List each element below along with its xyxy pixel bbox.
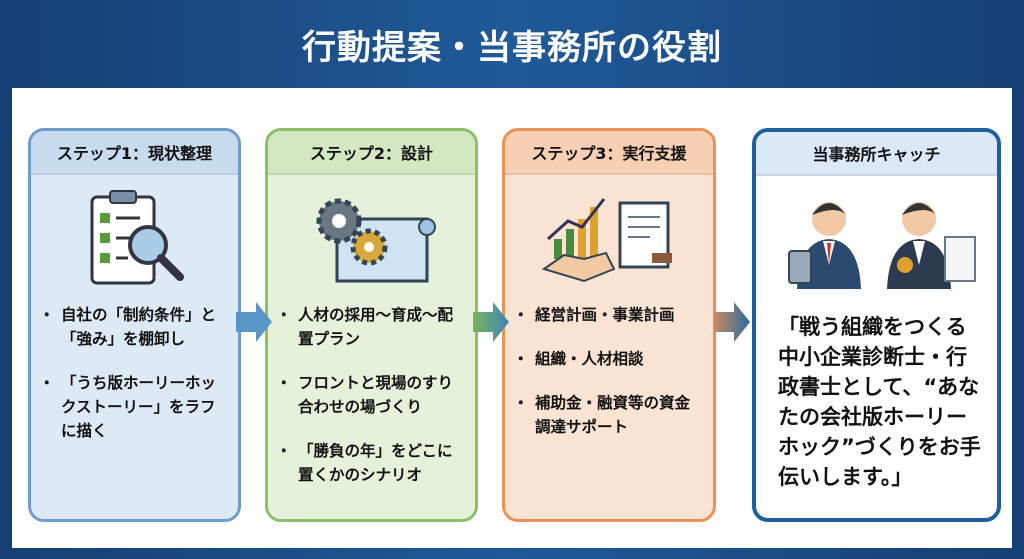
step1-item: 「うち版ホーリーホックストーリー」をラフに描く [39, 371, 228, 443]
clipboard-magnifier-icon [31, 175, 238, 303]
office-catchphrase: 「戦う組織をつくる中小企業診断士・行政書士として、“あなたの会社版ホーリーホック… [778, 315, 981, 489]
step2-heading: ステップ2：設計 [268, 131, 475, 175]
step1-item: 自社の「制約条件」と「強み」を棚卸し [39, 303, 228, 351]
step3-item: 組織・人材相談 [513, 347, 703, 371]
arrow-right-icon [236, 302, 272, 342]
step2-card: ステップ2：設計 人材の採用〜育成〜配置プラン フロントと現場のすり合わせの場づ… [265, 128, 478, 522]
step3-item: 経営計画・事業計画 [513, 303, 703, 327]
step3-heading: ステップ3：実行支援 [505, 131, 713, 175]
step1-card: ステップ1：現状整理 自社の「制約条件」と「強み」を棚卸し 「うち版ホーリーホッ… [28, 128, 241, 522]
gears-blueprint-icon [268, 175, 475, 303]
handshake-chart-document-icon [505, 175, 713, 303]
step1-heading: ステップ1：現状整理 [31, 131, 238, 175]
arrow-right-icon [473, 302, 509, 342]
consultants-icon [756, 176, 997, 304]
office-card: 当事務所キャッチ 「戦う組織をつくる中小企業診断士・行政書士として、“あなたの会… [752, 128, 1001, 522]
arrow-right-icon [714, 302, 750, 342]
step2-item: 「勝負の年」をどこに置くかのシナリオ [276, 439, 465, 487]
step3-item: 補助金・融資等の資金調達サポート [513, 391, 703, 439]
office-heading: 当事務所キャッチ [756, 132, 997, 176]
page-title: 行動提案・当事務所の役割 [302, 27, 722, 68]
step2-item: フロントと現場のすり合わせの場づくり [276, 371, 465, 419]
step2-item: 人材の採用〜育成〜配置プラン [276, 303, 465, 351]
step3-card: ステップ3：実行支援 経営計画・事業計画 組織・人材相談 補助金・融資等の資金調… [502, 128, 716, 522]
